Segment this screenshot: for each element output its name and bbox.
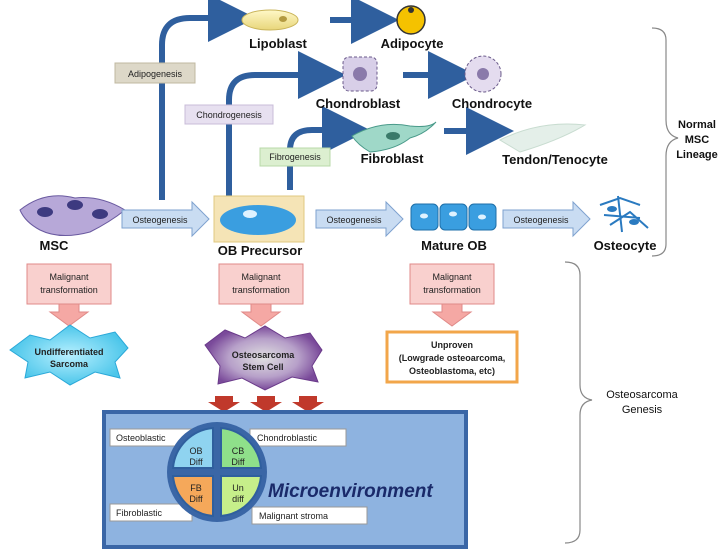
adipogenesis-branch [159, 0, 256, 200]
osteogenesis-arrow-3: Osteogenesis [502, 200, 591, 238]
svg-text:Malignant: Malignant [432, 272, 472, 282]
svg-text:MSC: MSC [685, 134, 710, 146]
svg-text:Chondroblast: Chondroblast [316, 96, 401, 111]
svg-text:MSC: MSC [40, 238, 70, 253]
chondrocyte-cell: Chondrocyte [452, 55, 532, 111]
svg-text:Diff: Diff [231, 457, 245, 467]
svg-text:Fibroblast: Fibroblast [361, 151, 425, 166]
svg-text:Normal: Normal [678, 119, 716, 131]
svg-text:Unproven: Unproven [431, 340, 473, 350]
quadrant-fb-diff [171, 475, 214, 518]
svg-text:Fibrogenesis: Fibrogenesis [269, 152, 321, 162]
malignant-box-mature-ob: Malignant transformation [409, 263, 495, 327]
svg-text:Osteosarcoma: Osteosarcoma [606, 389, 678, 401]
svg-text:Lineage: Lineage [676, 149, 718, 161]
ob-precursor-cell: OB Precursor [213, 195, 305, 258]
chondrogenesis-tag: Chondrogenesis [184, 104, 274, 125]
svg-text:Tendon/Tenocyte: Tendon/Tenocyte [502, 152, 608, 167]
svg-text:Osteogenesis: Osteogenesis [326, 215, 382, 225]
svg-text:Malignant: Malignant [241, 272, 281, 282]
adipogenesis-tag: Adipogenesis [114, 62, 196, 84]
chondroblastic-label: Chondroblastic [257, 433, 318, 443]
malignant-box-ob-precursor: Malignant transformation [218, 263, 304, 327]
svg-text:diff: diff [232, 494, 244, 504]
fibroblastic-label: Fibroblastic [116, 508, 163, 518]
svg-text:Chondrocyte: Chondrocyte [452, 96, 532, 111]
svg-text:transformation: transformation [40, 285, 98, 295]
fibrogenesis-tag: Fibrogenesis [259, 147, 331, 167]
stem-cell-to-microenvironment-arrows [208, 396, 324, 412]
svg-text:Sarcoma: Sarcoma [50, 359, 89, 369]
lipoblast-cell: Lipoblast [241, 9, 308, 51]
fibroblast-cell: Fibroblast [351, 121, 437, 166]
mature-ob-cell: Mature OB [410, 203, 497, 253]
svg-text:Osteogenesis: Osteogenesis [132, 215, 188, 225]
svg-text:Genesis: Genesis [622, 404, 663, 416]
osteogenesis-arrow-1: Osteogenesis [121, 200, 210, 238]
svg-text:CB: CB [232, 446, 245, 456]
svg-text:Adipocyte: Adipocyte [381, 36, 444, 51]
svg-text:Osteocyte: Osteocyte [594, 238, 657, 253]
msc-cell: MSC [19, 195, 126, 253]
svg-text:Diff: Diff [189, 457, 203, 467]
tenocyte-cell: Tendon/Tenocyte [498, 123, 608, 167]
svg-text:transformation: transformation [232, 285, 290, 295]
svg-text:FB: FB [190, 483, 202, 493]
unproven-box: Unproven (Lowgrade osteoarcoma, Osteobla… [385, 330, 519, 384]
quadrant-ob-diff [171, 426, 214, 469]
svg-text:Stem Cell: Stem Cell [242, 362, 283, 372]
osteoblastic-label: Osteoblastic [116, 433, 166, 443]
svg-text:OB: OB [189, 446, 202, 456]
normal-lineage-brace: Normal MSC Lineage [651, 27, 718, 257]
osteosarcoma-stem-cell: Osteosarcoma Stem Cell [204, 325, 323, 391]
svg-text:Diff: Diff [189, 494, 203, 504]
osteocyte-cell: Osteocyte [594, 195, 657, 253]
chondroblast-cell: Chondroblast [316, 56, 401, 111]
malignant-stroma-label: Malignant stroma [259, 511, 328, 521]
svg-text:Lipoblast: Lipoblast [249, 36, 307, 51]
quadrant-undiff [220, 475, 263, 518]
malignant-box-msc: Malignant transformation [26, 263, 112, 327]
svg-text:Osteogenesis: Osteogenesis [513, 215, 569, 225]
chondrogenesis-branch [226, 51, 346, 200]
svg-text:Un: Un [232, 483, 244, 493]
svg-text:transformation: transformation [423, 285, 481, 295]
svg-text:OB Precursor: OB Precursor [218, 243, 303, 258]
svg-text:Adipogenesis: Adipogenesis [128, 69, 183, 79]
differentiation-quadrants: OB Diff CB Diff FB Diff Un diff [167, 422, 267, 522]
svg-text:Osteoblastoma, etc): Osteoblastoma, etc) [409, 366, 495, 376]
quadrant-cb-diff [220, 426, 263, 469]
svg-text:Mature OB: Mature OB [421, 238, 487, 253]
undifferentiated-sarcoma: Undifferentiated Sarcoma [9, 324, 129, 386]
microenvironment-panel: Osteoblastic Chondroblastic Fibroblastic… [102, 410, 468, 549]
svg-text:Chondrogenesis: Chondrogenesis [196, 110, 262, 120]
svg-text:Undifferentiated: Undifferentiated [34, 347, 103, 357]
adipocyte-cell: Adipocyte [381, 5, 444, 51]
svg-text:(Lowgrade osteoarcoma,: (Lowgrade osteoarcoma, [399, 353, 506, 363]
osteogenesis-arrow-2: Osteogenesis [315, 200, 404, 238]
osteosarcoma-genesis-brace: Osteosarcoma Genesis [564, 261, 679, 544]
svg-text:Osteosarcoma: Osteosarcoma [232, 350, 296, 360]
svg-text:Malignant: Malignant [49, 272, 89, 282]
microenvironment-title: Microenvironment [268, 481, 433, 502]
